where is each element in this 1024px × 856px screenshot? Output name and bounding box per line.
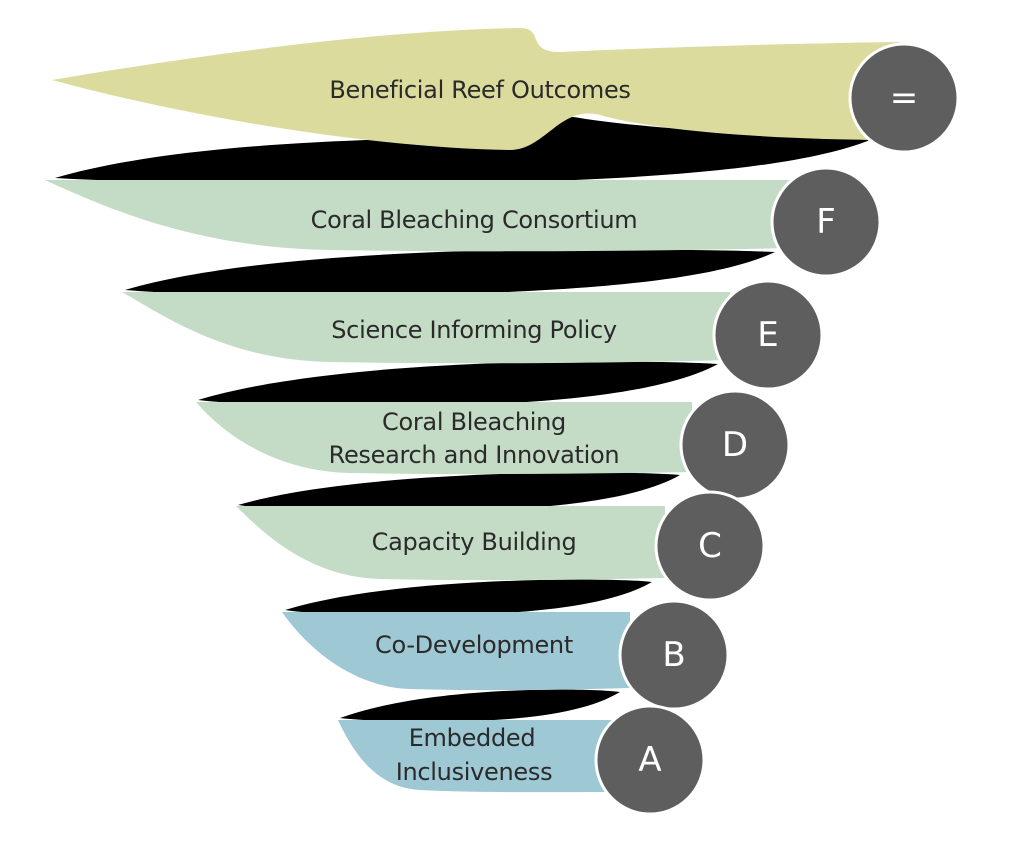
shadow-blade-D [238, 472, 680, 513]
band-A [338, 720, 612, 793]
label-A-line2: Inclusiveness [396, 758, 553, 786]
shadow-blade-E [198, 361, 718, 407]
badge-D-text: D [722, 425, 748, 465]
badge-C: C [654, 490, 766, 602]
label-eq: Beneficial Reef Outcomes [329, 76, 630, 104]
band-F [45, 180, 790, 252]
label-D-line1: Coral Bleaching [382, 408, 566, 436]
label-D-line2: Research and Innovation [329, 441, 620, 469]
badge-F-text: F [816, 202, 836, 242]
band-C [236, 506, 665, 581]
badge-D: D [679, 389, 791, 501]
label-C: Capacity Building [372, 528, 577, 556]
shadow-blade-B [340, 689, 620, 722]
badge-E: E [712, 279, 824, 391]
band-D [196, 402, 692, 475]
badge-eq: = [848, 42, 960, 154]
shadow-blade-eq [55, 116, 870, 184]
badge-F: F [770, 166, 882, 278]
badge-E-text: E [757, 315, 778, 355]
band-E [122, 292, 730, 364]
badge-A-text: A [638, 740, 661, 780]
band-eq [52, 28, 900, 150]
badge-C-text: C [698, 526, 722, 566]
band-B [282, 612, 630, 691]
shadow-blade-F [125, 249, 775, 296]
label-A-line1: Embedded [409, 724, 536, 752]
label-F: Coral Bleaching Consortium [311, 206, 638, 234]
label-B: Co-Development [375, 631, 573, 659]
badge-B-text: B [662, 635, 685, 675]
badge-B: B [618, 599, 730, 711]
badge-eq-text: = [890, 78, 919, 118]
shadow-blade-C [285, 579, 652, 616]
label-E: Science Informing Policy [331, 316, 617, 344]
badge-A: A [594, 704, 706, 816]
